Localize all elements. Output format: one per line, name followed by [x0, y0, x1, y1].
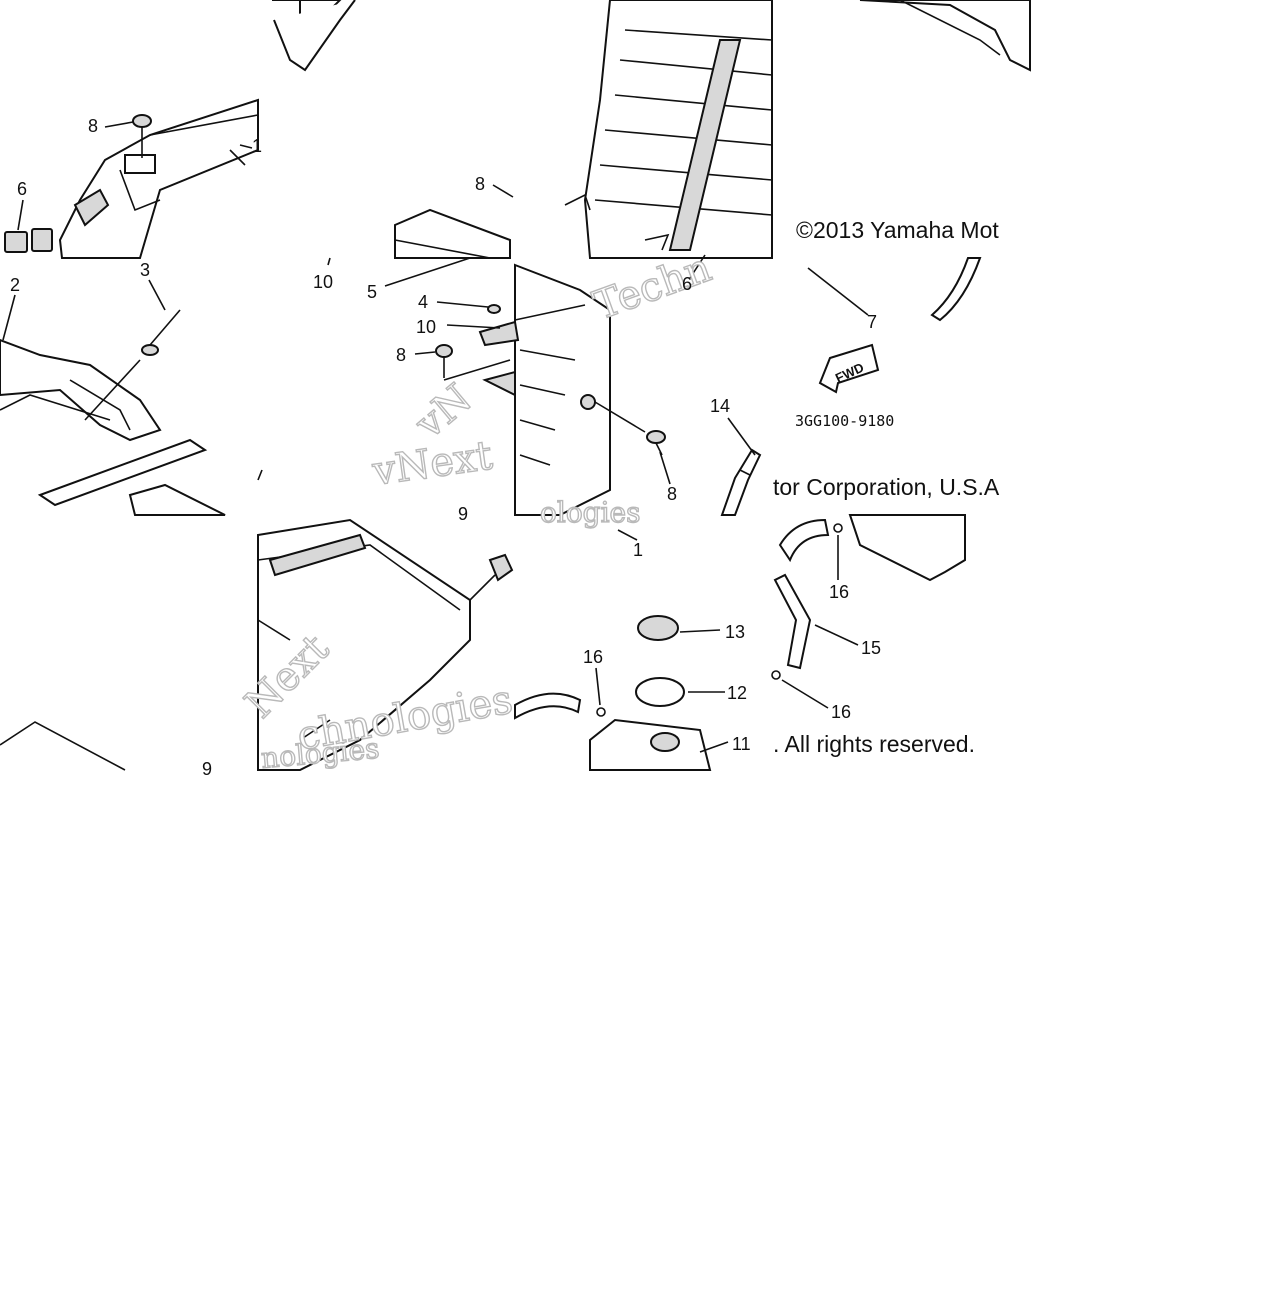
callout-number: 8 — [88, 116, 98, 136]
lower-cowl-part — [257, 518, 471, 771]
radiator-box-part — [848, 514, 966, 582]
reservoir-tank-part — [589, 718, 712, 771]
callout-number: 7 — [867, 312, 877, 332]
lower-panel-part — [0, 721, 126, 771]
callout-number: 16 — [831, 702, 851, 722]
callout-number: 5 — [367, 282, 377, 302]
callout-number: 8 — [667, 484, 677, 504]
callout-number: 6 — [17, 179, 27, 199]
copyright-line: ©2013 Yamaha Mot — [796, 217, 999, 243]
callout-number: 8 — [475, 174, 485, 194]
side-bracket-part — [0, 338, 162, 442]
upper-cowl-part — [272, 0, 511, 259]
fwd-arrow-icon — [818, 343, 880, 394]
callout-number: 14 — [710, 396, 730, 416]
screw-9-part — [469, 553, 514, 601]
callout-number: 3 — [140, 260, 150, 280]
tank-cap-part — [635, 615, 685, 707]
bolt-part — [435, 304, 666, 456]
breather-hose-part — [514, 518, 830, 720]
copyright-line: . All rights reserved. — [773, 731, 975, 757]
callout-number: 4 — [418, 292, 428, 312]
callout-number: 11 — [732, 734, 751, 754]
trim-strip-part — [37, 438, 226, 516]
leader-lines — [2, 121, 869, 753]
callout-number: 9 — [202, 759, 212, 779]
callout-number: 9 — [458, 504, 468, 524]
windshield-part — [859, 0, 1031, 72]
callout-number: 6 — [682, 274, 692, 294]
callout-number: 1 — [252, 136, 262, 156]
callout-number: 16 — [583, 647, 603, 667]
callout-number: 10 — [313, 272, 333, 292]
callout-number: 8 — [396, 345, 406, 365]
watermark-text: ologies — [540, 496, 641, 529]
clip-nut-part — [4, 228, 53, 253]
callout-number: 12 — [727, 683, 747, 703]
front-grille-part — [564, 0, 773, 259]
callout-number: 2 — [10, 275, 20, 295]
rivet-part — [141, 309, 181, 356]
screw-part — [132, 114, 152, 158]
callout-number: 13 — [725, 622, 745, 642]
side-cover-part — [478, 263, 611, 516]
hose-clamp-part — [596, 523, 843, 717]
diagram-code: 3GG100-9180 — [795, 412, 894, 430]
callout-number: 10 — [416, 317, 436, 337]
copyright-line: tor Corporation, U.S.A — [773, 474, 1000, 500]
callout-number: 16 — [829, 582, 849, 602]
rear-bracket-part — [58, 98, 259, 259]
callout-number: 15 — [861, 638, 881, 658]
callout-number: 1 — [633, 540, 643, 560]
